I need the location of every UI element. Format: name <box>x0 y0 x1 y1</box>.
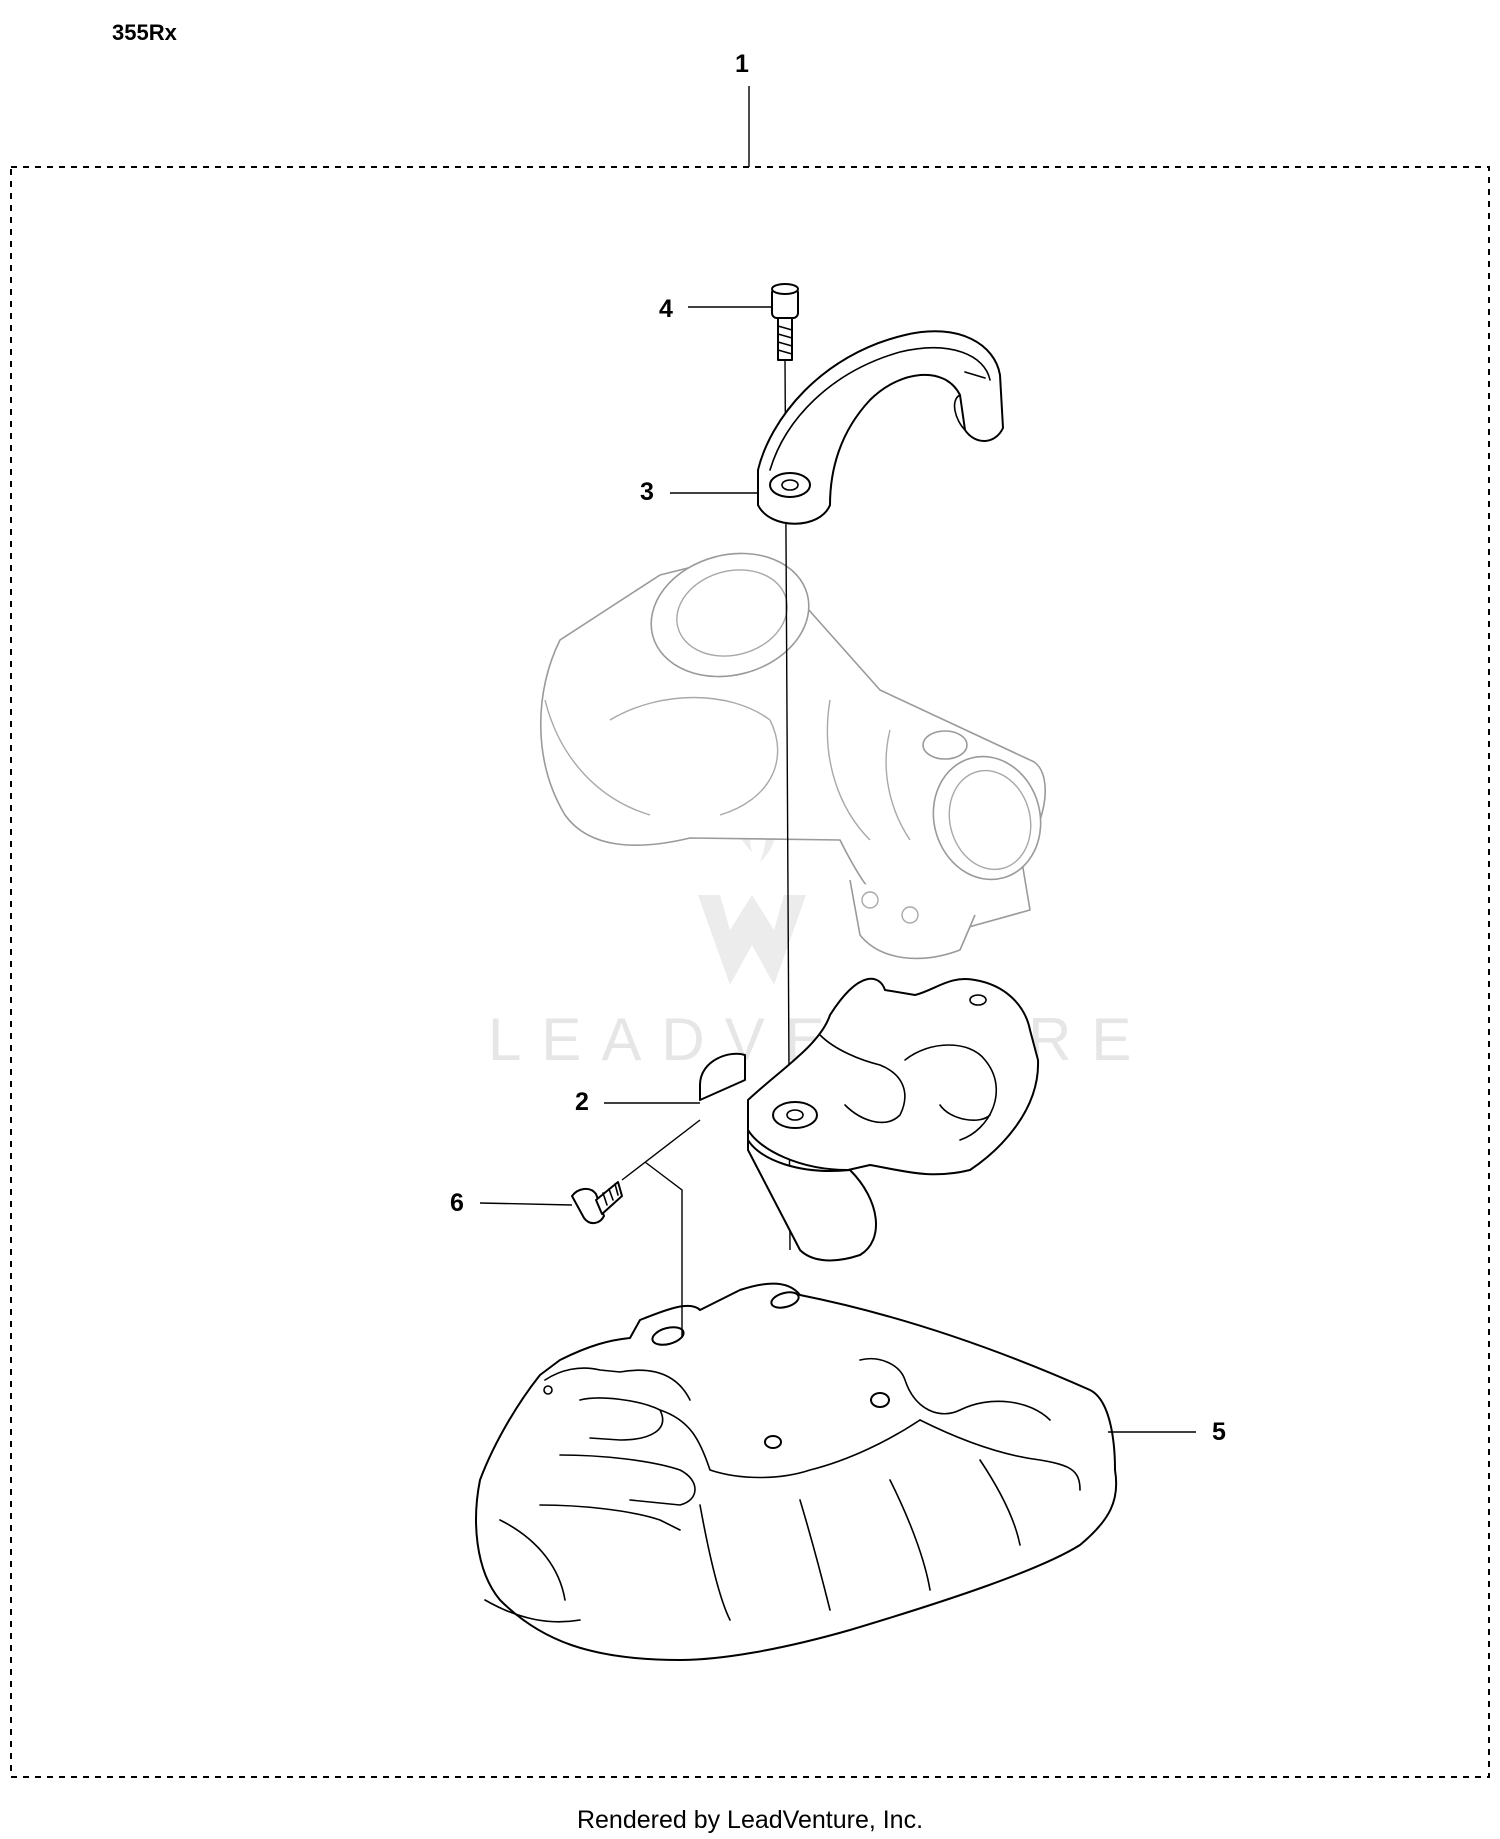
leader-axis-6 <box>621 1119 701 1181</box>
footer-credit: Rendered by LeadVenture, Inc. <box>577 1806 923 1834</box>
model-label: 355Rx <box>112 20 178 45</box>
callout-2: 2 <box>575 1088 589 1116</box>
assembly-frame <box>10 166 1490 1778</box>
part-2-bracket <box>699 977 1040 1262</box>
part-4-screw <box>771 283 799 361</box>
leader-6 <box>479 1202 573 1206</box>
callout-5: 5 <box>1212 1418 1226 1446</box>
assembly-path-guard <box>644 1161 683 1338</box>
callout-6: 6 <box>450 1189 464 1217</box>
callout-3: 3 <box>640 478 654 506</box>
callout-1: 1 <box>735 50 749 78</box>
part-5-guard <box>475 1282 1118 1661</box>
part-6-screw <box>571 1181 623 1224</box>
part-3-clamp <box>757 330 1004 525</box>
callout-4: 4 <box>659 295 673 323</box>
gear-head-ghost <box>539 552 1046 960</box>
